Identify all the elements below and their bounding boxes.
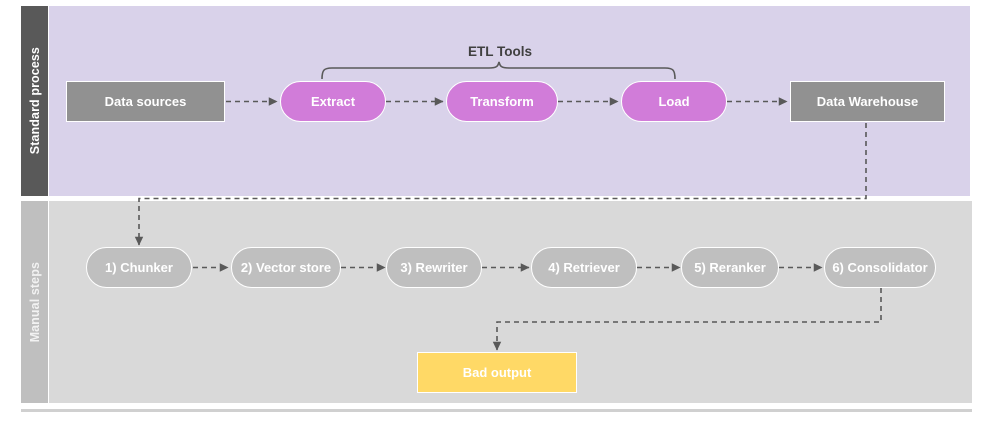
node-bad-output[interactable]: Bad output	[417, 352, 577, 393]
node-data-warehouse[interactable]: Data Warehouse	[790, 81, 945, 122]
node-consolidator[interactable]: 6) Consolidator	[824, 247, 936, 288]
node-label-data-sources: Data sources	[104, 94, 187, 109]
node-label-reranker: 5) Reranker	[694, 260, 766, 275]
node-load[interactable]: Load	[621, 81, 727, 122]
node-transform[interactable]: Transform	[446, 81, 558, 122]
node-label-load: Load	[658, 94, 690, 109]
node-data-sources[interactable]: Data sources	[66, 81, 225, 122]
node-vector-store[interactable]: 2) Vector store	[231, 247, 341, 288]
lane-header-manual-steps: Manual steps	[21, 201, 48, 403]
node-label-bad-output: Bad output	[462, 365, 532, 380]
lane-label-manual-steps: Manual steps	[27, 261, 42, 343]
node-rewriter[interactable]: 3) Rewriter	[386, 247, 482, 288]
node-retriever[interactable]: 4) Retriever	[531, 247, 637, 288]
node-reranker[interactable]: 5) Reranker	[681, 247, 779, 288]
node-label-rewriter: 3) Rewriter	[400, 260, 468, 275]
node-label-consolidator: 6) Consolidator	[832, 260, 928, 275]
node-chunker[interactable]: 1) Chunker	[86, 247, 192, 288]
lane-header-standard-process: Standard process	[21, 6, 48, 196]
node-label-retriever: 4) Retriever	[548, 260, 620, 275]
lane-label-standard-process: Standard process	[27, 47, 42, 155]
node-label-data-warehouse: Data Warehouse	[816, 94, 919, 109]
node-extract[interactable]: Extract	[280, 81, 386, 122]
node-label-extract: Extract	[310, 94, 356, 109]
node-label-vector-store: 2) Vector store	[240, 260, 332, 275]
etl-tools-label: ETL Tools	[468, 44, 532, 59]
node-label-chunker: 1) Chunker	[105, 260, 173, 275]
node-label-transform: Transform	[470, 94, 534, 109]
bottom-divider	[21, 409, 972, 412]
